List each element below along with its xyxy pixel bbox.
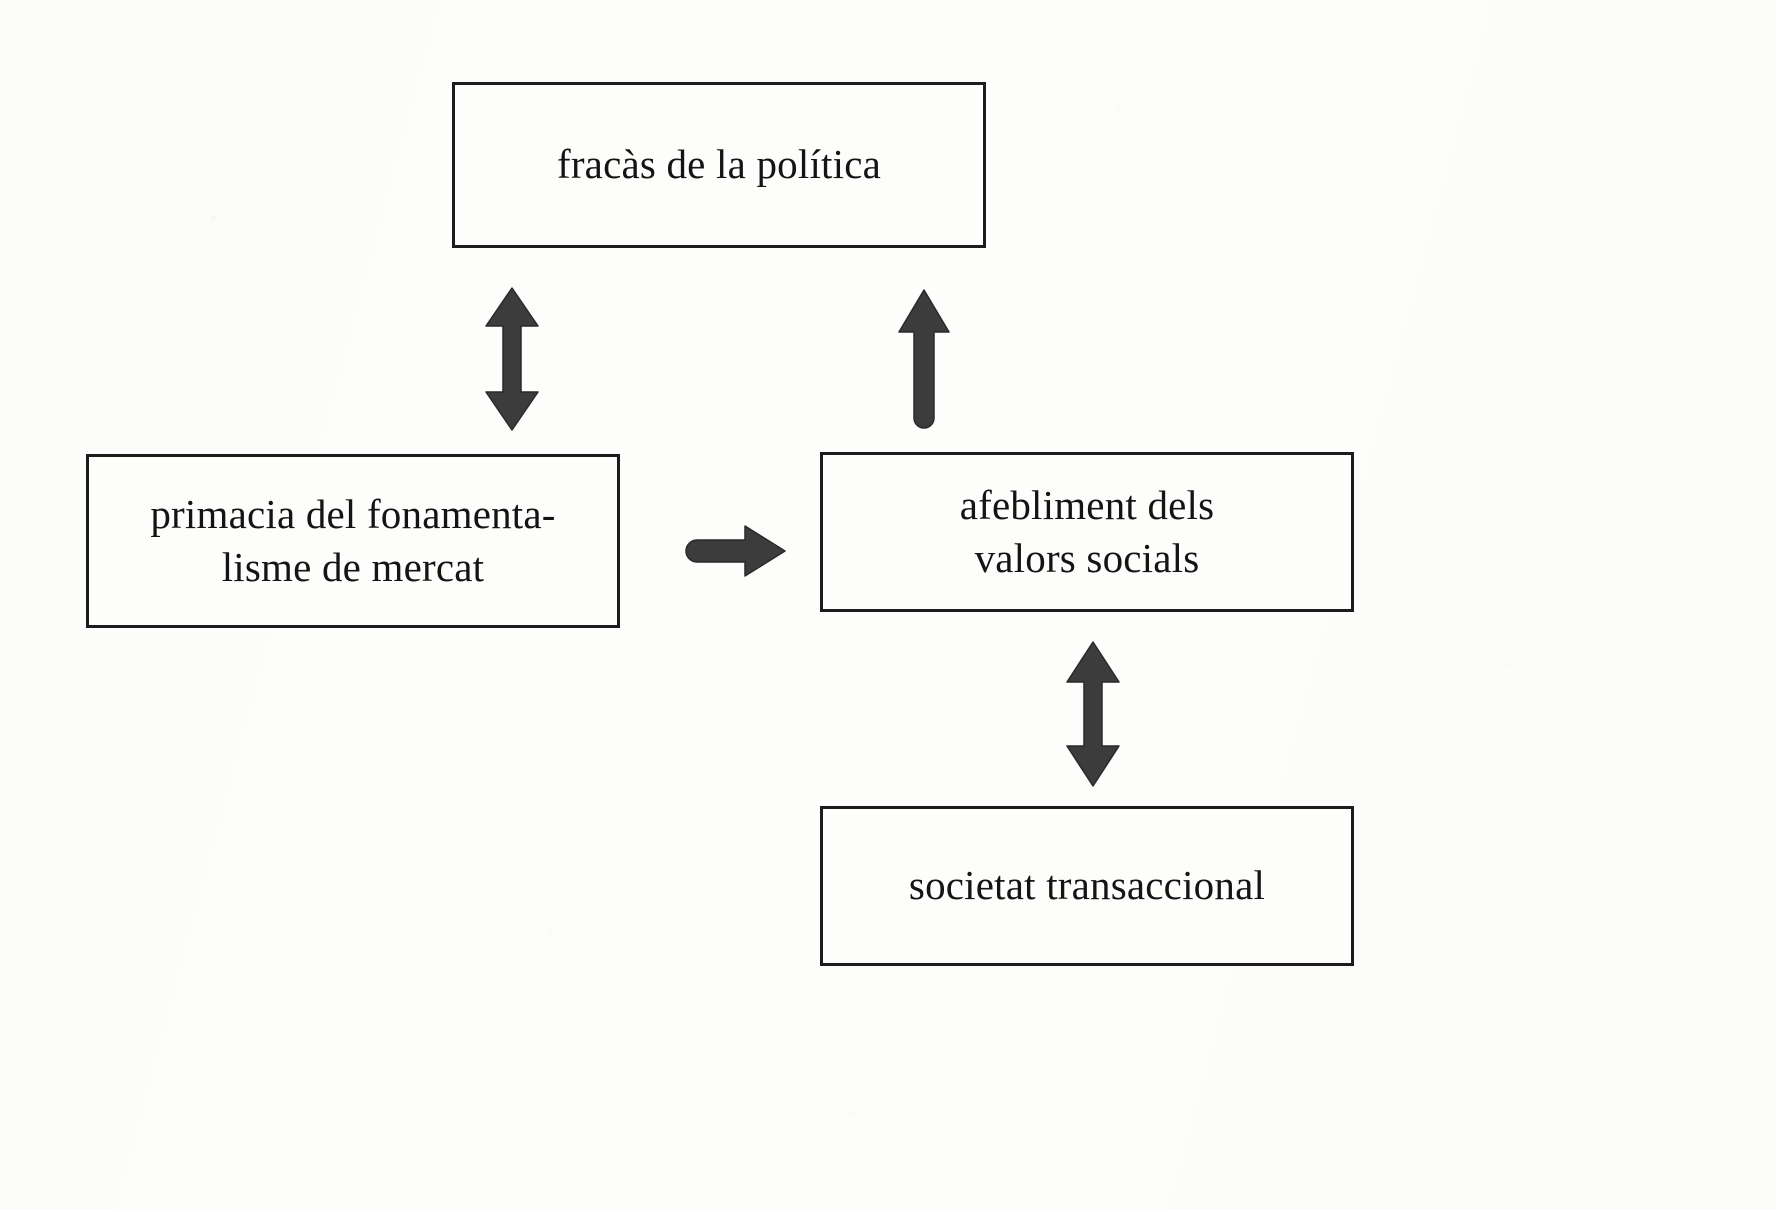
node-box-primacia-fonamentalisme-mercat[interactable]: primacia del fonamenta- lisme de mercat [86,454,620,628]
node-box-societat-transaccional[interactable]: societat transaccional [820,806,1354,966]
node-label-primacia: primacia del fonamenta- lisme de mercat [150,490,556,590]
arrow-right-icon-primacia-afebliment [683,524,787,578]
node-label-fracas: fracàs de la política [556,141,882,188]
double-headed-arrow-vertical-icon-primacia-fracas [481,286,543,432]
node-label-afebliment: afebliment dels valors socials [959,481,1215,581]
node-box-afebliment-valors-socials[interactable]: afebliment dels valors socials [820,452,1354,612]
node-box-fracas-de-la-politica[interactable]: fracàs de la política [452,82,986,248]
arrow-up-icon-afebliment-fracas [896,288,952,432]
double-headed-arrow-vertical-icon-societat-afebliment [1062,640,1124,788]
node-label-societat: societat transaccional [908,862,1266,909]
